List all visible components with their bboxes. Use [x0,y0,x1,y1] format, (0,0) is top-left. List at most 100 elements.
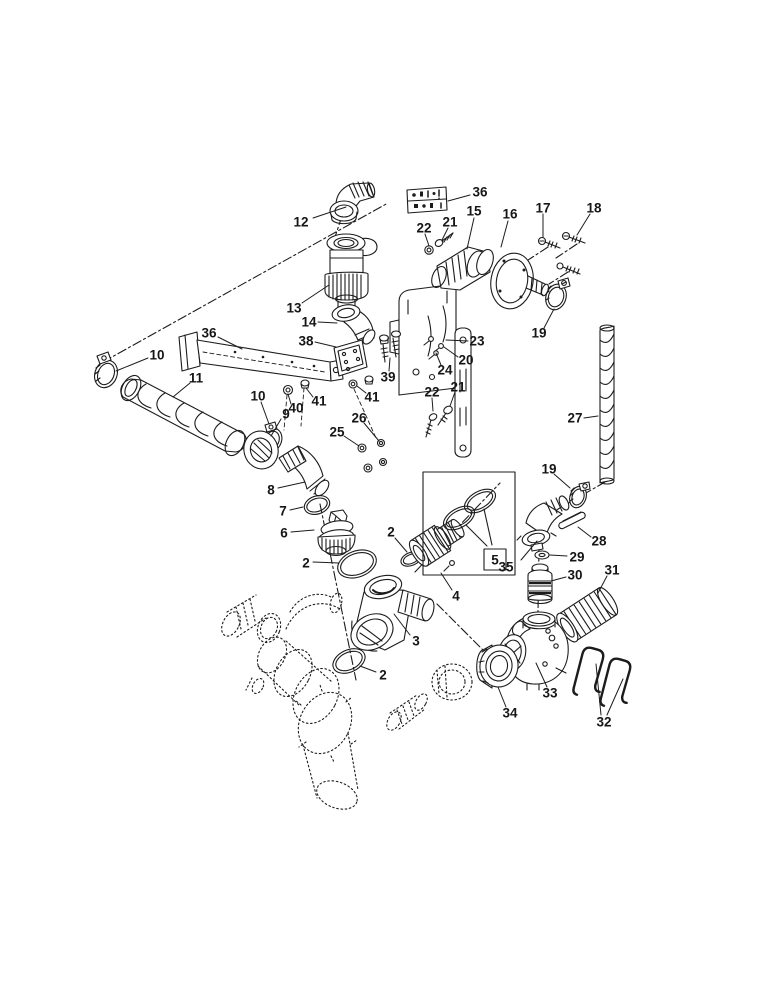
part-2-o-ring-bottom [332,648,366,674]
callout-31: 31 [604,563,620,578]
callout-24: 24 [437,363,453,378]
highlighted-part-box [483,548,507,571]
leader-line [447,194,471,202]
part-30-adapter [527,563,553,605]
part-27-suction-tube [599,324,615,485]
callout-26: 26 [351,411,367,426]
callout-36: 36 [201,326,217,341]
callout-10: 10 [149,348,164,363]
pump-assembly-phantom [221,592,359,810]
leader-line [393,613,411,636]
leader-line [363,422,380,442]
leader-line [535,662,548,688]
fasteners-21-22-top [424,232,454,255]
part-19-hose-clamp-bottom [569,481,591,509]
callout-4: 4 [452,589,460,604]
fasteners-40-41 [282,375,377,439]
callout-32: 32 [596,715,611,730]
callout-21: 21 [442,215,458,230]
part-39-bolts [378,330,402,363]
callout-2: 2 [302,556,310,571]
leader-line [553,473,571,489]
callout-11: 11 [189,371,204,386]
leader-line [465,524,488,547]
callout-28: 28 [591,534,607,549]
callout-36: 36 [472,185,488,200]
callout-9: 9 [282,407,290,422]
part-38-bracket-plate [333,339,368,377]
leader-line [289,506,304,511]
callout-13: 13 [286,301,302,316]
callout-41: 41 [311,394,327,409]
part-7-o-ring [303,494,331,516]
callout-10: 10 [250,389,265,404]
leader-line [550,576,567,582]
leader-line [435,352,442,366]
fasteners-25-26 [357,438,388,473]
leader-line [443,346,459,358]
leader-line [312,561,340,564]
highlighted-part-number: 5 [491,553,499,568]
leader-line [595,663,602,716]
leader-line [301,284,330,304]
callout-33: 33 [542,686,558,701]
leader-line [260,401,270,425]
leader-line [388,357,391,372]
leader-line [359,665,377,673]
callout-12: 12 [293,215,308,230]
part-28-retainer-pin [558,511,586,530]
leader-line [343,435,360,447]
callout-21: 21 [450,380,466,395]
part-16-flange-cover [490,252,550,310]
leader-line [394,537,408,553]
highlight-box [422,471,516,576]
fasteners-17-18 [537,231,586,275]
leader-line [441,227,449,241]
leader-line [356,385,367,394]
leader-line [576,213,591,236]
part-10-hose-clamp-left [93,351,119,389]
part-13-strainer-assembly [324,233,378,309]
leader-line [172,382,191,398]
callout-8: 8 [267,483,275,498]
callout-22: 22 [424,385,439,400]
callout-41: 41 [364,390,380,405]
part-9-flange-ring [243,430,279,470]
leader-line [115,357,149,372]
callout-22: 22 [416,221,431,236]
phantom-fittings [386,663,473,731]
callout-19: 19 [531,326,546,341]
leader-line [314,341,337,348]
leader-line [270,418,282,437]
part-2-o-ring-left [337,549,377,579]
callout-6: 6 [280,526,288,541]
leader-line [597,575,608,594]
part-14-elbow-fitting [331,304,376,345]
callout-25: 25 [329,425,345,440]
fasteners-21-22-mid [425,405,453,438]
leader-line [483,508,493,546]
callout-40: 40 [288,401,303,416]
leader-line [449,391,456,407]
callout-3: 3 [412,634,420,649]
leader-line [500,220,509,248]
part-19-hose-clamp-top [545,277,571,311]
leader-line [583,415,599,419]
part-29-washer [534,550,550,560]
leader-line [466,217,475,250]
leader-line [497,686,507,708]
callout-14: 14 [301,315,317,330]
callout-7: 7 [279,504,287,519]
part-34-flange-nut [476,644,519,689]
part-32-clips [572,646,632,707]
leader-line [287,393,292,405]
callout-20: 20 [458,353,473,368]
part-36-decal-plate [406,186,448,214]
leader-line [549,554,568,557]
leader-line [290,529,315,533]
leader-line [445,339,469,342]
highlighted-part-label: 5 [465,508,507,571]
callout-39: 39 [380,370,395,385]
